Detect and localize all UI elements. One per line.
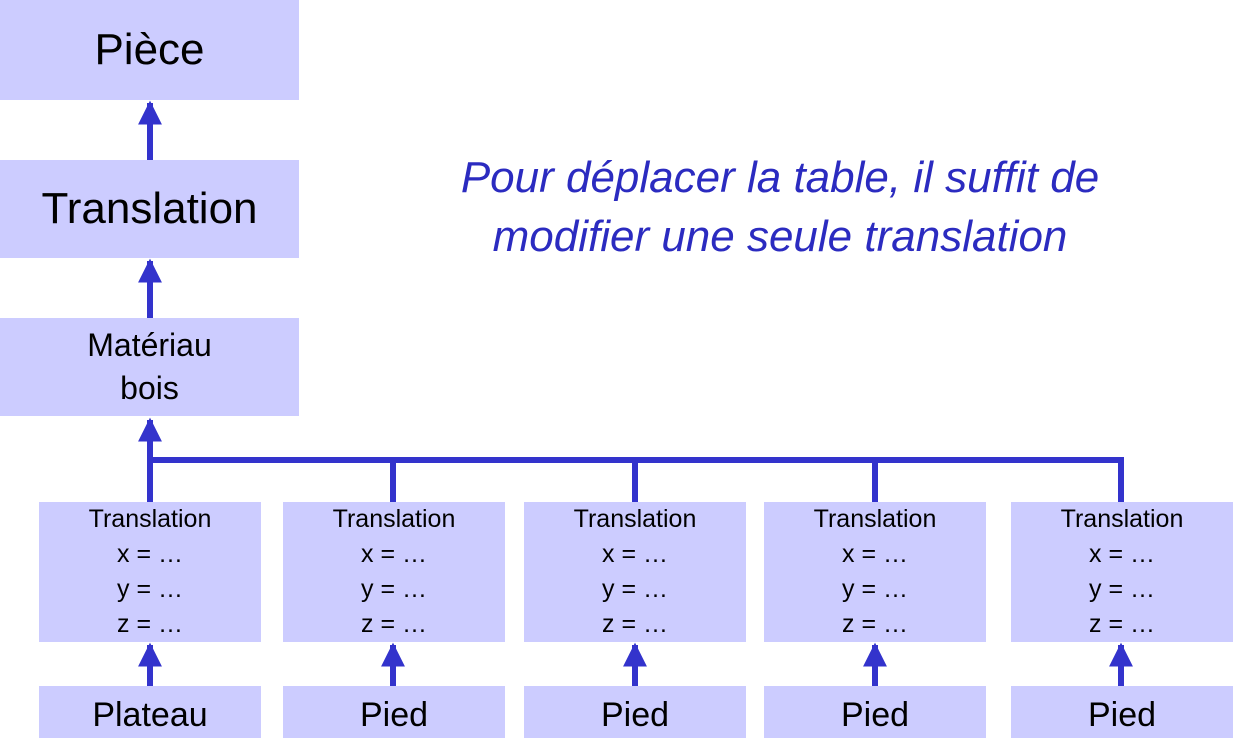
translation-leaf-z: z = … [117, 610, 183, 638]
leaf-object-label: Pied [600, 696, 670, 734]
leaf-object-node: Pied [1011, 686, 1233, 738]
translation-leaf-z: z = … [1089, 610, 1155, 638]
translation-leaf-y: y = … [602, 575, 668, 603]
translation-leaf-title: Translation [813, 505, 937, 533]
translation-leaf-title: Translation [332, 505, 456, 533]
leaf-object-node: Pied [283, 686, 505, 738]
caption-line-1: Pour déplacer la table, il suffit de [460, 153, 1100, 202]
piece-node-label: Pièce [94, 24, 205, 74]
translation-leaf-title: Translation [1060, 505, 1184, 533]
translation-leaf-node: Translation x = … y = … z = … [39, 502, 261, 642]
translation-leaf-x: x = … [602, 540, 668, 568]
translation-leaf-node: Translation x = … y = … z = … [524, 502, 746, 642]
translation-leaf-x: x = … [1089, 540, 1155, 568]
leaf-object-node: Pied [524, 686, 746, 738]
material-node-line1: Matériau [87, 327, 212, 363]
translation-leaf-title: Translation [573, 505, 697, 533]
translation-leaf-z: z = … [361, 610, 427, 638]
leaf-object-label: Pied [1087, 696, 1157, 734]
translation-node-label: Translation [41, 183, 258, 233]
translation-leaf-y: y = … [117, 575, 183, 603]
translation-leaf-z: z = … [602, 610, 668, 638]
leaf-object-label: Pied [359, 696, 429, 734]
translation-leaf-title: Translation [88, 505, 212, 533]
leaf-object-label: Pied [840, 696, 910, 734]
translation-leaf-x: x = … [361, 540, 427, 568]
translation-node: Translation [0, 160, 299, 258]
translation-leaf-x: x = … [842, 540, 908, 568]
caption-line-2: modifier une seule translation [492, 212, 1068, 261]
translation-leaf-node: Translation x = … y = … z = … [283, 502, 505, 642]
translation-leaf-z: z = … [842, 610, 908, 638]
piece-node: Pièce [0, 0, 299, 100]
leaf-object-node: Plateau [39, 686, 261, 738]
caption-text: Pour déplacer la table, il suffit de mod… [340, 148, 1220, 266]
translation-leaf-node: Translation x = … y = … z = … [764, 502, 986, 642]
translation-leaf-x: x = … [117, 540, 183, 568]
material-node: Matériau bois [0, 318, 299, 416]
material-node-line2: bois [120, 370, 179, 406]
translation-leaf-node: Translation x = … y = … z = … [1011, 502, 1233, 642]
translation-leaf-y: y = … [842, 575, 908, 603]
translation-leaf-y: y = … [361, 575, 427, 603]
leaf-object-label: Plateau [92, 696, 208, 734]
translation-leaf-y: y = … [1089, 575, 1155, 603]
leaf-object-node: Pied [764, 686, 986, 738]
